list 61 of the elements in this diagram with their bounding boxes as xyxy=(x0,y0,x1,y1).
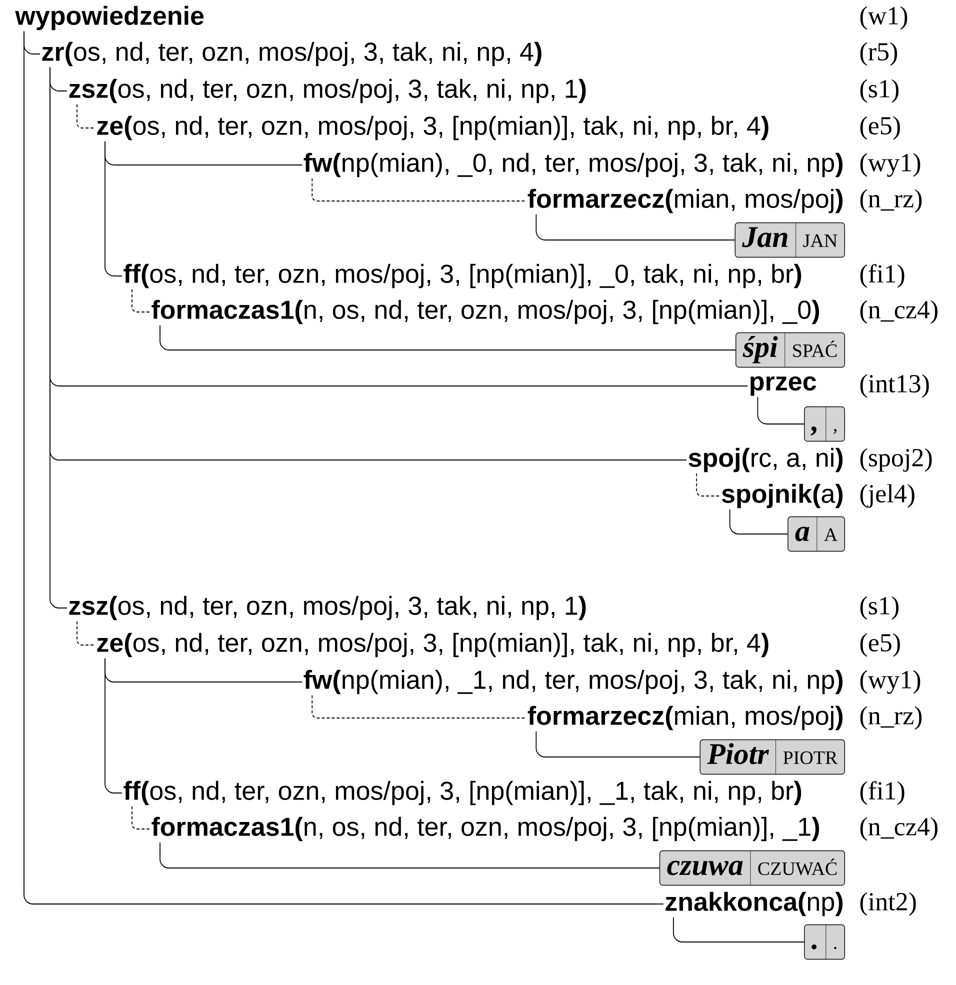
rule-name: (n_cz4) xyxy=(860,817,938,841)
rule-name: (s1) xyxy=(860,79,898,103)
tree-branch xyxy=(160,324,736,350)
rule-name: (e5) xyxy=(860,116,900,140)
tree-label: ze(os, nd, ter, ozn, mos/poj, 3, [np(mian)], tak, ni, np, br, 4) xyxy=(97,116,768,140)
rule-name: (s1) xyxy=(860,596,898,620)
rule-name: (spoj2) xyxy=(860,448,932,472)
word-box: Jan JAN xyxy=(734,222,845,258)
tree-label: fw(np(mian), _1, nd, ter, mos/poj, 3, tak, ni, np) xyxy=(304,670,843,694)
rule-name: (fi1) xyxy=(860,264,904,288)
tree-label: formaczas1(n, os, nd, ter, ozn, mos/poj, 3, [np(mian)], _0) xyxy=(152,300,819,324)
tree-branch xyxy=(729,508,788,534)
word-box: Piotr PIOTR xyxy=(700,739,845,775)
rule-name: (wy1) xyxy=(860,153,920,177)
rule-name: (fi1) xyxy=(860,781,904,805)
rule-name: (w1) xyxy=(860,6,908,30)
tree-label: fw(np(mian), _0, nd, ter, mos/poj, 3, tak, ni, np) xyxy=(304,152,843,178)
tree-label: znakkonca(np) xyxy=(666,892,843,916)
rule-name: (n_cz4) xyxy=(860,300,938,324)
tree-label: formaczas1(n, os, nd, ter, ozn, mos/poj, 3, [np(mian)], _1) xyxy=(152,816,819,842)
tree-branch xyxy=(132,806,150,830)
tree-label: formarzecz(mian, mos/poj) xyxy=(528,188,843,214)
rule-name: (n_rz) xyxy=(860,706,922,730)
tree-branch xyxy=(104,658,122,794)
tree-branch xyxy=(50,66,68,608)
tree-branch xyxy=(536,730,700,758)
tree-branch xyxy=(104,140,122,276)
word-box: a A xyxy=(788,516,845,552)
tree-branch xyxy=(132,288,150,312)
tree-label: spoj(rc, a, ni) xyxy=(688,448,843,472)
rule-name: (wy1) xyxy=(860,670,920,694)
tree-branch xyxy=(160,842,660,868)
tree-label: spojnik(a) xyxy=(722,484,843,508)
tree-branch xyxy=(757,396,804,424)
tree-label: zsz(os, nd, ter, ozn, mos/poj, 3, tak, ni, np, 1) xyxy=(69,596,586,620)
word-box: czuwa CZUWAĆ xyxy=(659,850,845,886)
tree-label: formarzecz(mian, mos/poj) xyxy=(528,706,843,730)
tree-branch xyxy=(536,214,736,240)
tree-label: wypowiedzenie xyxy=(15,6,204,30)
rule-name: (int2) xyxy=(860,892,916,916)
rule-name: (int13) xyxy=(860,374,929,398)
tree-label: ff(os, nd, ter, ozn, mos/poj, 3, [np(mian)], _0, tak, ni, np, br) xyxy=(124,264,802,288)
tree-branch xyxy=(312,178,527,202)
word-box: . . xyxy=(804,924,845,960)
tree-branch xyxy=(24,30,664,904)
word-box: śpi SPAĆ xyxy=(736,332,845,368)
tree-label: zsz(os, nd, ter, ozn, mos/poj, 3, tak, ni, np, 1) xyxy=(69,78,586,104)
tree-branch xyxy=(76,620,96,646)
tree-label: zr(os, nd, ter, ozn, mos/poj, 3, tak, ni, np, 4) xyxy=(42,42,542,66)
rule-name: (jel4) xyxy=(860,484,914,508)
rule-name: (r5) xyxy=(860,42,898,66)
rule-name: (n_rz) xyxy=(860,189,922,213)
word-box: , , xyxy=(804,406,845,442)
tree-branch xyxy=(312,694,527,718)
tree-branch xyxy=(672,916,804,942)
tree-label: ze(os, nd, ter, ozn, mos/poj, 3, [np(mian)], tak, ni, np, br, 4) xyxy=(97,632,768,658)
tree-label: ff(os, nd, ter, ozn, mos/poj, 3, [np(mian)], _1, tak, ni, np, br) xyxy=(124,780,802,806)
tree-branch xyxy=(76,104,96,128)
tree-branch xyxy=(696,472,720,496)
rule-name: (e5) xyxy=(860,633,900,657)
tree-label: przec xyxy=(750,376,816,396)
